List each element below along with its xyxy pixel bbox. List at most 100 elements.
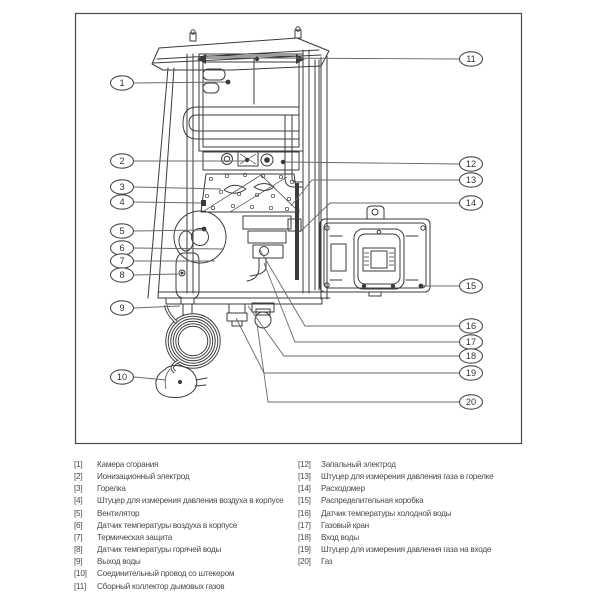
legend-item-number: [19] — [298, 545, 311, 555]
callout-19: 19 — [458, 365, 484, 381]
callout-13: 13 — [458, 172, 484, 188]
svg-text:5: 5 — [119, 226, 124, 236]
legend-item-number: [14] — [298, 484, 311, 494]
legend-item-number: [8] — [74, 545, 83, 555]
legend-item-number: [4] — [74, 496, 83, 506]
legend-item-number: [11] — [74, 581, 87, 591]
legend-item-text: Ионизационный электрод — [97, 472, 190, 482]
callout-18: 18 — [458, 348, 484, 364]
legend-item-number: [20] — [298, 557, 311, 567]
legend-item-number: [17] — [298, 520, 311, 530]
legend-item: [14] Расходомер — [298, 483, 528, 495]
legend-item-text: Датчик температуры горячей воды — [97, 545, 222, 555]
callout-5: 5 — [109, 223, 135, 239]
bottom-fittings — [226, 302, 275, 329]
svg-text:20: 20 — [466, 397, 476, 407]
chamber-dot — [225, 79, 231, 85]
boiler-diagram: 1 2 3 4 5 6 7 8 9 10 11 12 13 14 15 16 1… — [74, 12, 523, 445]
legend-item: [6] Датчик температуры воздуха в корпусе — [74, 520, 298, 532]
legend-item-text: Расходомер — [321, 484, 365, 494]
flue-collector — [197, 54, 305, 64]
leader-lines — [133, 57, 460, 403]
control-box-display — [353, 228, 405, 290]
legend-item: [1] Камера сгорания — [74, 459, 298, 471]
svg-text:13: 13 — [466, 175, 476, 185]
legend-item: [13] Штуцер для измерения давления газа … — [298, 471, 528, 483]
legend-item-number: [10] — [74, 569, 87, 579]
callout-17: 17 — [458, 334, 484, 350]
callout-11: 11 — [458, 51, 484, 67]
svg-text:3: 3 — [119, 182, 124, 192]
svg-text:16: 16 — [466, 321, 476, 331]
svg-text:19: 19 — [466, 368, 476, 378]
callout-14: 14 — [458, 195, 484, 211]
legend-item-text: Штуцер для измерения давления воздуха в … — [97, 496, 284, 506]
legend-item-number: [6] — [74, 520, 83, 530]
legend-item: [15] Распределительная коробка — [298, 495, 528, 507]
legend-item-text: Выход воды — [97, 557, 141, 567]
callout-2: 2 — [109, 153, 135, 169]
legend-item: [17] Газовый кран — [298, 520, 528, 532]
svg-text:10: 10 — [117, 372, 127, 382]
callout-16: 16 — [458, 318, 484, 334]
legend-item-number: [12] — [298, 460, 311, 469]
air-pressure-nipple — [201, 200, 206, 206]
legend-item-text: Камера сгорания — [97, 460, 159, 469]
legend-item-text: Газовый кран — [321, 520, 369, 530]
control-box-drawing — [319, 205, 431, 297]
callout-6: 6 — [109, 240, 135, 256]
svg-text:18: 18 — [466, 351, 476, 361]
svg-text:11: 11 — [466, 54, 476, 64]
power-cable-coil — [164, 304, 221, 374]
legend-item-number: [18] — [298, 532, 311, 542]
legend-item: [20] Газ — [298, 556, 528, 568]
legend-item: [10] Соединительный провод со штекером — [74, 568, 298, 580]
legend-item-number: [13] — [298, 472, 311, 482]
ionization-electrode-dot — [244, 157, 250, 163]
callout-7: 7 — [109, 253, 135, 269]
legend-column-left: [1] Камера сгорания [2] Ионизационный эл… — [74, 459, 298, 593]
callout-12: 12 — [458, 156, 484, 172]
svg-text:7: 7 — [119, 256, 124, 266]
legend-item-text: Датчик температуры воздуха в корпусе — [97, 520, 238, 530]
callout-8: 8 — [109, 267, 135, 283]
svg-text:14: 14 — [466, 198, 476, 208]
legend-item-text: Соединительный провод со штекером — [97, 569, 235, 579]
legend-item-number: [15] — [298, 496, 311, 506]
svg-text:6: 6 — [119, 243, 124, 253]
svg-text:4: 4 — [119, 197, 124, 207]
legend-item-text: Вход воды — [321, 532, 359, 542]
legend-item-number: [16] — [298, 508, 311, 518]
legend-item: [18] Вход воды — [298, 532, 528, 544]
legend-item: [8] Датчик температуры горячей воды — [74, 544, 298, 556]
legend-item-text: Сборный коллектор дымовых газов — [97, 581, 225, 591]
callout-1: 1 — [109, 75, 135, 91]
legend-item-text: Распределительная коробка — [321, 496, 424, 506]
combustion-chamber — [198, 53, 304, 152]
power-plug — [155, 365, 208, 398]
legend-item: [5] Вентилятор — [74, 508, 298, 520]
callout-9: 9 — [109, 300, 135, 316]
legend-item-number: [7] — [74, 532, 83, 542]
legend-item: [16] Датчик температуры холодной воды — [298, 508, 528, 520]
callout-20: 20 — [458, 394, 484, 410]
ignition-electrode-dot — [280, 159, 286, 165]
callout-4: 4 — [109, 194, 135, 210]
legend-item: [7] Термическая защита — [74, 532, 298, 544]
legend-item-number: [5] — [74, 508, 83, 518]
legend-item: [2] Ионизационный электрод — [74, 471, 298, 483]
svg-text:9: 9 — [119, 303, 124, 313]
legend-item-number: [9] — [74, 557, 83, 567]
legend-item-number: [2] — [74, 472, 83, 482]
legend-item-number: [1] — [74, 460, 83, 469]
legend-item-text: Термическая защита — [97, 532, 173, 542]
svg-text:17: 17 — [466, 337, 476, 347]
legend-item-text: Запальный электрод — [321, 460, 396, 469]
legend-item-text: Штуцер для измерения давления газа на вх… — [321, 545, 492, 555]
legend-item: [11] Сборный коллектор дымовых газов — [74, 581, 298, 593]
svg-text:1: 1 — [119, 78, 124, 88]
legend-item: [19] Штуцер для измерения давления газа … — [298, 544, 528, 556]
callout-15: 15 — [458, 278, 484, 294]
callout-3: 3 — [109, 179, 135, 195]
